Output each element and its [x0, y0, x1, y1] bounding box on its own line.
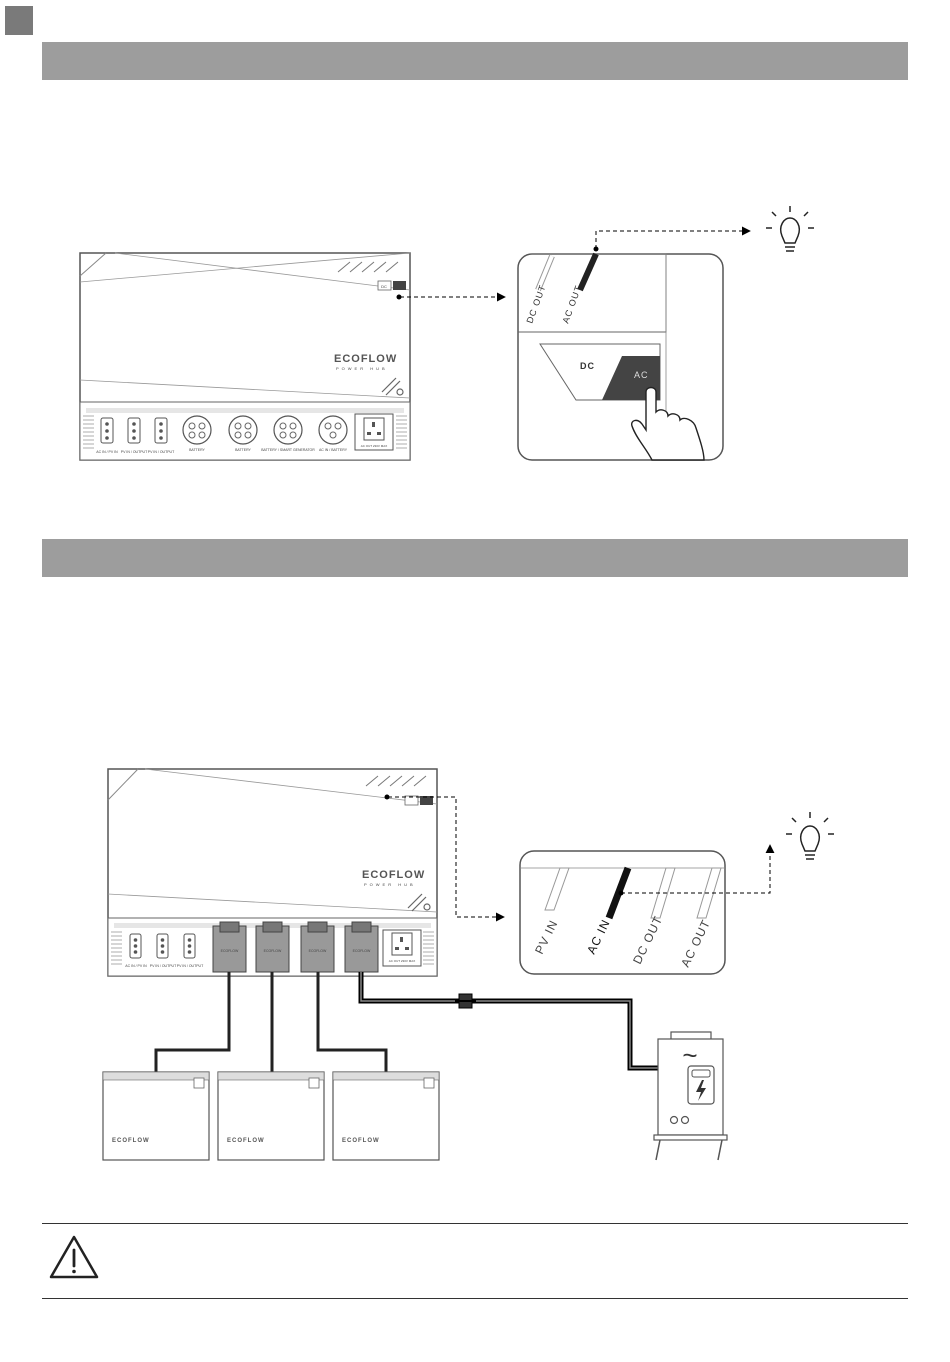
ac-input-cable [358, 972, 659, 1071]
generator-icon: ~ [653, 1031, 728, 1161]
port-label: PV IN / OUTPUT [148, 450, 175, 454]
port-label: BATTERY [235, 448, 251, 452]
connector-brand: ECOFLOW [221, 949, 239, 953]
hub-dc-button-label: DC [381, 284, 387, 289]
section-header-bar-1 [42, 42, 908, 80]
pointer-arrow [388, 796, 505, 922]
port-label: AC IN / PV IN [96, 450, 118, 454]
zoom-ac-button: AC [634, 370, 649, 380]
battery-cables [154, 972, 388, 1074]
port-label: BATTERY / SMART GENERATOR [261, 448, 315, 452]
port-label: BATTERY [189, 448, 205, 452]
generator-ac-symbol: ~ [682, 1040, 697, 1070]
battery-pack: ECOFLOW [332, 1071, 440, 1161]
pointer-arrow [621, 844, 775, 894]
warning-rule-top [42, 1223, 908, 1224]
hub-indicator-dot [396, 294, 402, 300]
warning-triangle-icon [49, 1235, 99, 1279]
battery-pack: ECOFLOW [217, 1071, 325, 1161]
power-hub-front-top: DC ECOFLOW POWER HUB [79, 252, 411, 461]
zoom-panel-bottom: PV IN AC IN DC OUT AC OUT [519, 850, 726, 975]
battery-brand: ECOFLOW [112, 1138, 150, 1144]
power-hub-front-bottom: ECOFLOW POWER HUB AC IN / PV IN P [107, 768, 438, 977]
connector-brand: ECOFLOW [309, 949, 327, 953]
port-label: PV IN / OUTPUT [121, 450, 148, 454]
battery-brand: ECOFLOW [227, 1138, 265, 1144]
hub-brand-sub: POWER HUB [364, 882, 416, 887]
battery-brand: ECOFLOW [342, 1138, 380, 1144]
port-label: AC IN / BATTERY [319, 448, 348, 452]
zoom-dc-button: DC [580, 361, 595, 371]
warning-rule-bottom [42, 1298, 908, 1299]
socket-label: AC OUT 230V MAX [389, 959, 415, 963]
port-label: PV IN / OUTPUT [150, 964, 177, 968]
hand-pointer-icon [630, 386, 705, 461]
port-label: AC IN / PV IN [125, 964, 147, 968]
hub-brand-sub: POWER HUB [336, 366, 388, 371]
page-corner-tab [5, 6, 33, 35]
pointer-arrow [595, 226, 751, 249]
light-bulb-icon [786, 812, 834, 860]
hub-brand-logo: ECOFLOW [334, 353, 397, 365]
port-label: PV IN / OUTPUT [177, 964, 204, 968]
section-header-bar-2 [42, 539, 908, 577]
hub-brand-logo: ECOFLOW [362, 869, 425, 881]
battery-pack: ECOFLOW [102, 1071, 210, 1161]
light-bulb-icon [766, 206, 814, 252]
zoom-panel-top: DC OUT AC OUT DC AC [517, 252, 724, 461]
port-label: AC OUT 230V MAX [361, 444, 387, 448]
connector-brand: ECOFLOW [353, 949, 371, 953]
connector-brand: ECOFLOW [264, 949, 282, 953]
